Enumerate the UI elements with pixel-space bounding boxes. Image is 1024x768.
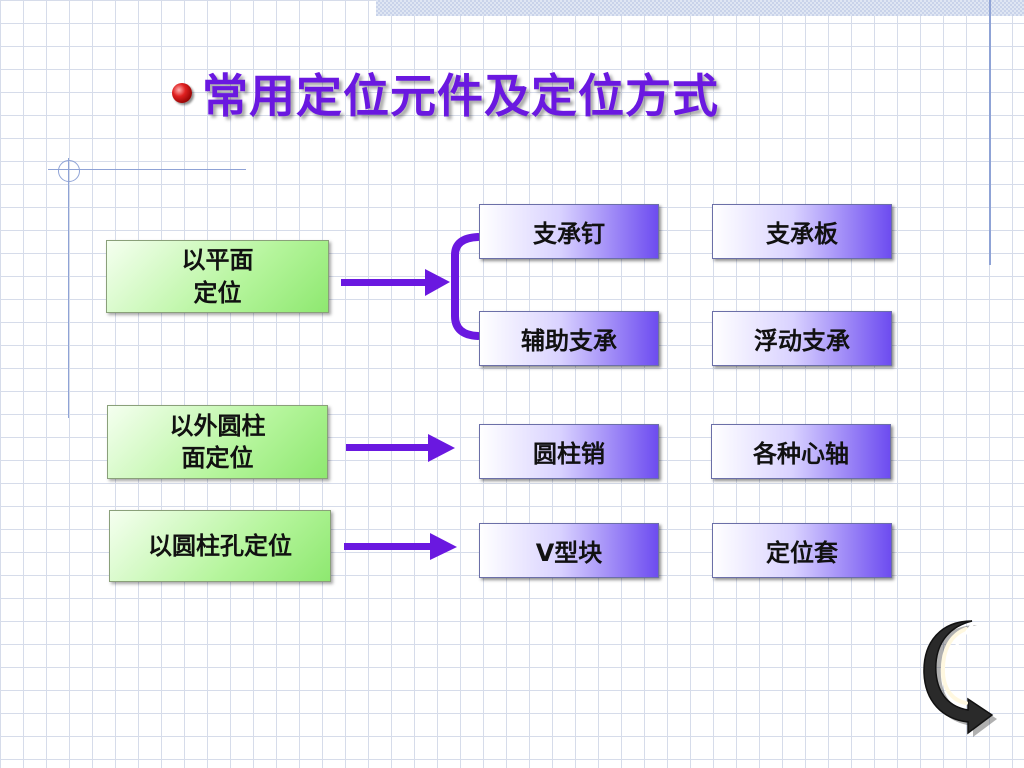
target-label: 各种心轴 bbox=[753, 440, 849, 468]
target-box-auxiliary-support: 辅助支承 bbox=[479, 311, 659, 366]
target-label: 支承钉 bbox=[533, 220, 605, 248]
source-label-plane: 以平面 定位 bbox=[181, 246, 254, 307]
red-ball-bullet-icon bbox=[172, 83, 192, 103]
target-label: 浮动支承 bbox=[754, 327, 850, 355]
arrow-row-2 bbox=[346, 434, 455, 462]
arrow-row-1 bbox=[341, 269, 450, 296]
target-box-cylinder-pin: 圆柱销 bbox=[479, 424, 659, 479]
title-block: 常用定位元件及定位方式 bbox=[172, 58, 719, 128]
frame-horizontal-line bbox=[48, 169, 246, 170]
top-decorative-band bbox=[376, 0, 1024, 16]
bracket-row-1 bbox=[451, 233, 482, 340]
target-box-floating-support: 浮动支承 bbox=[712, 311, 892, 366]
right-decorative-line bbox=[989, 0, 991, 265]
target-box-mandrels: 各种心轴 bbox=[711, 424, 891, 479]
slide-title: 常用定位元件及定位方式 bbox=[202, 69, 719, 123]
target-box-v-block: V型块 bbox=[479, 523, 659, 578]
target-box-support-pin: 支承钉 bbox=[479, 204, 659, 259]
target-label: 支承板 bbox=[766, 220, 838, 248]
target-label: 辅助支承 bbox=[521, 327, 617, 355]
source-label-outer-cylinder: 以外圆柱 面定位 bbox=[169, 411, 266, 472]
source-box-outer-cylinder: 以外圆柱 面定位 bbox=[107, 405, 328, 479]
curl-arrow-icon[interactable] bbox=[920, 615, 1000, 740]
frame-vertical-line bbox=[68, 158, 69, 418]
source-label-cylinder-hole: 以圆柱孔定位 bbox=[148, 531, 292, 560]
source-box-plane: 以平面 定位 bbox=[106, 240, 329, 313]
arrow-row-3 bbox=[344, 533, 457, 560]
target-label: 圆柱销 bbox=[533, 440, 605, 468]
frame-circle-ornament bbox=[58, 160, 80, 182]
target-box-support-plate: 支承板 bbox=[712, 204, 892, 259]
target-label: 定位套 bbox=[766, 539, 838, 567]
target-label: V型块 bbox=[535, 539, 603, 567]
target-box-locating-sleeve: 定位套 bbox=[712, 523, 892, 578]
source-box-cylinder-hole: 以圆柱孔定位 bbox=[109, 510, 331, 582]
